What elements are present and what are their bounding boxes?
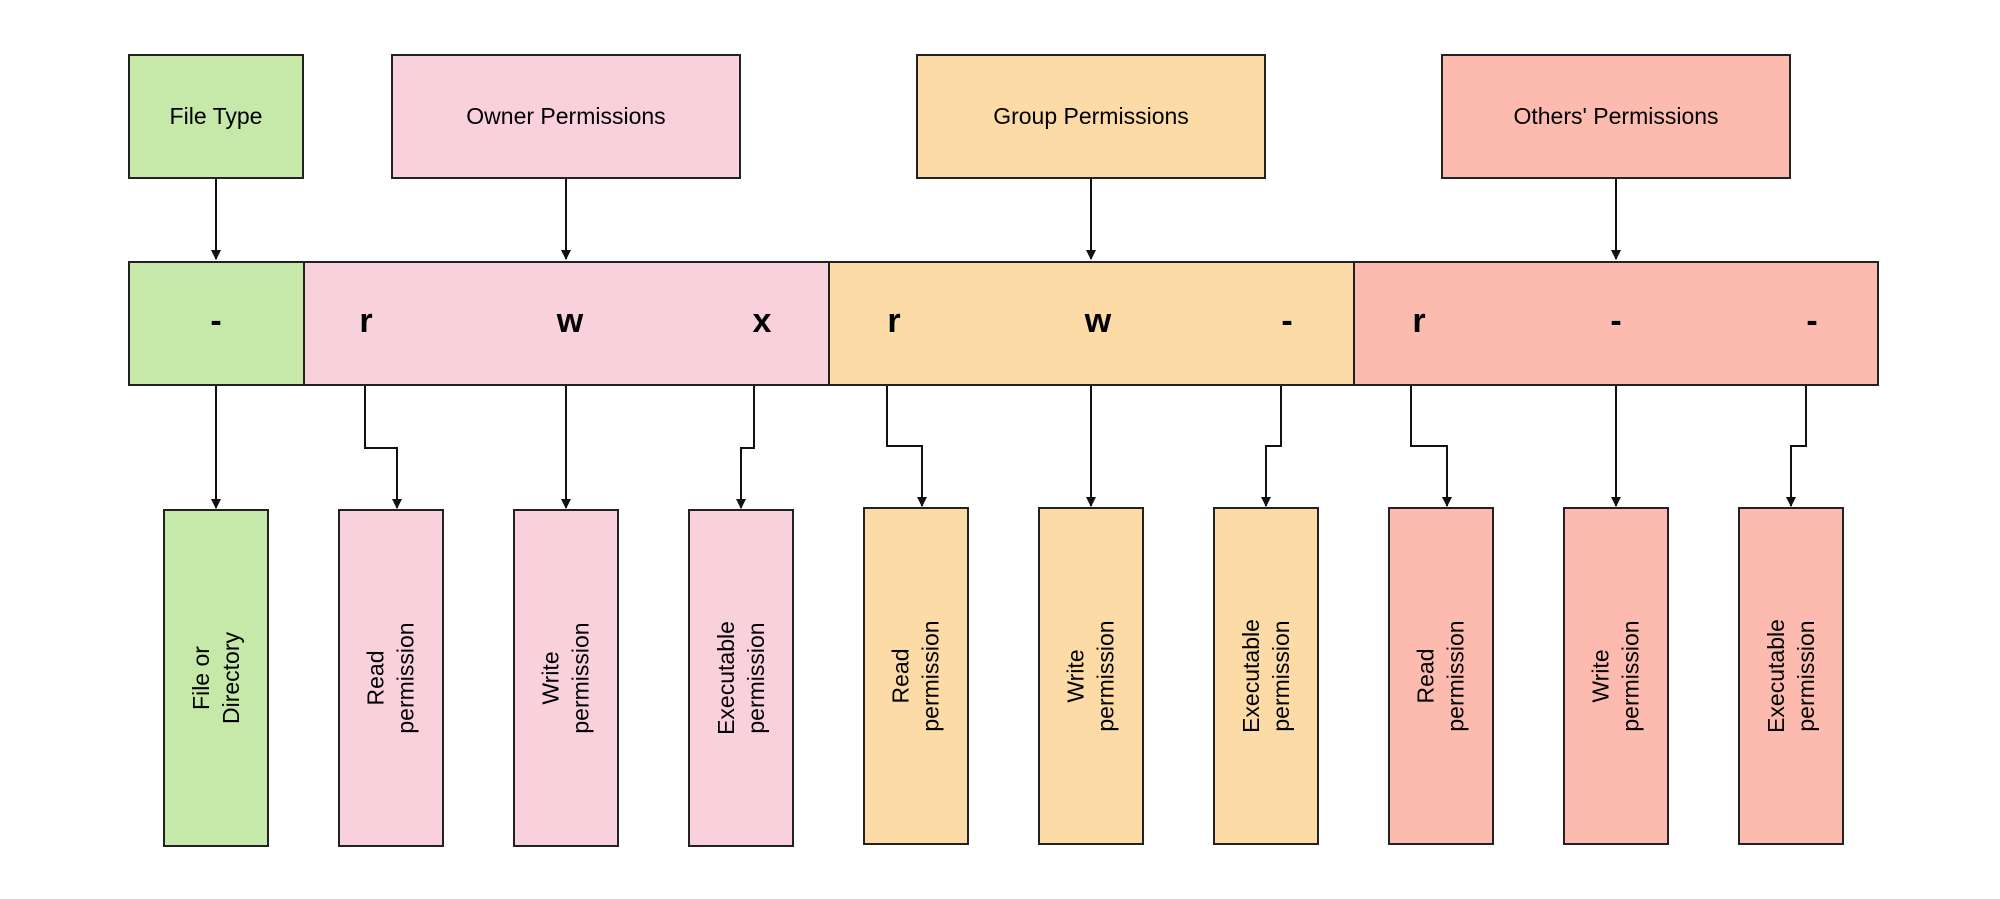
perm-char-owner-execute: x: [752, 302, 772, 340]
perm-char-file-type: -: [210, 302, 222, 340]
header-file-type: File Type: [128, 54, 304, 179]
desc-group-read-text: Read permission: [888, 620, 944, 732]
perm-char-others-write: -: [1610, 302, 1622, 340]
arrow-owner-r: [364, 385, 402, 509]
desc-others-read: Read permission: [1388, 507, 1494, 845]
header-others-permissions: Others' Permissions: [1441, 54, 1791, 179]
desc-others-read-text: Read permission: [1413, 620, 1469, 732]
header-file-type-label: File Type: [169, 103, 263, 129]
desc-others-write: Write permission: [1563, 507, 1669, 845]
desc-others-write-text: Write permission: [1588, 620, 1644, 732]
perm-char-others-read: r: [1412, 302, 1426, 340]
perm-char-owner-read: r: [359, 302, 373, 340]
desc-owner-execute: Executable permission: [688, 509, 794, 847]
perm-char-group-execute: -: [1281, 302, 1293, 340]
header-group-permissions: Group Permissions: [916, 54, 1266, 179]
header-group-label: Group Permissions: [993, 103, 1189, 129]
desc-owner-write: Write permission: [513, 509, 619, 847]
desc-others-execute-text: Executable permission: [1763, 619, 1819, 733]
desc-others-execute: Executable permission: [1738, 507, 1844, 845]
desc-group-execute: Executable permission: [1213, 507, 1319, 845]
desc-group-execute-text: Executable permission: [1238, 619, 1294, 733]
desc-owner-write-text: Write permission: [538, 622, 594, 734]
perm-segment-group: [828, 261, 1355, 386]
desc-group-write: Write permission: [1038, 507, 1144, 845]
desc-owner-read: Read permission: [338, 509, 444, 847]
arrow-others-r: [1410, 385, 1452, 507]
perm-char-others-execute: -: [1806, 302, 1818, 340]
header-owner-permissions: Owner Permissions: [391, 54, 741, 179]
arrow-group-r: [886, 385, 927, 507]
arrow-group-x: [1261, 385, 1282, 507]
header-owner-label: Owner Permissions: [466, 103, 666, 129]
perm-char-group-read: r: [887, 302, 901, 340]
arrow-owner-x: [736, 385, 755, 509]
arrow-others-x: [1786, 385, 1807, 507]
header-others-label: Others' Permissions: [1513, 103, 1719, 129]
desc-group-write-text: Write permission: [1063, 620, 1119, 732]
perm-char-group-write: w: [1084, 302, 1112, 340]
desc-file-or-directory-text: File or Directory: [187, 631, 244, 725]
desc-owner-read-text: Read permission: [363, 622, 419, 734]
perm-char-owner-write: w: [556, 302, 584, 340]
desc-file-or-directory: File or Directory: [163, 509, 269, 847]
desc-group-read: Read permission: [863, 507, 969, 845]
perm-segment-others: [1353, 261, 1879, 386]
desc-owner-execute-text: Executable permission: [713, 621, 769, 735]
